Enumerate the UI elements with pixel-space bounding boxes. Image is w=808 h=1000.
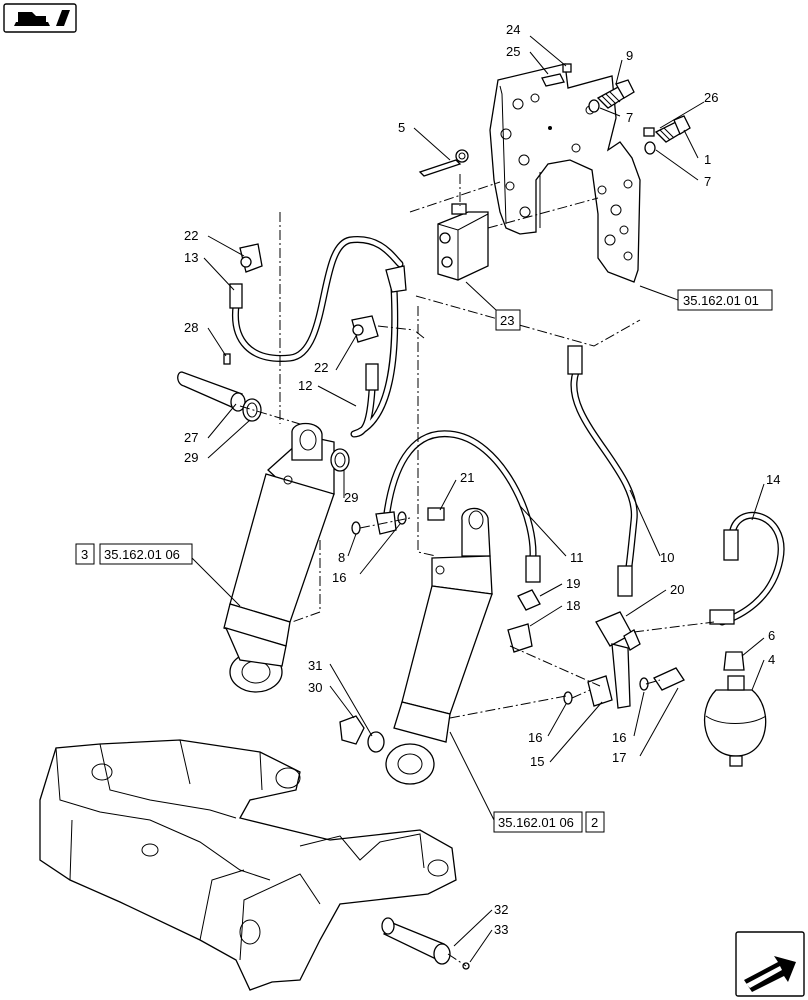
ref-left-text: 35.162.01 06 (104, 547, 180, 562)
hydraulic-cylinder-right (385, 507, 493, 785)
grease-nipple-28 (223, 353, 231, 365)
seal-16b (563, 691, 573, 705)
hose-14 (709, 511, 785, 626)
elbow-fitting-22b (351, 315, 379, 343)
leader-lines (191, 35, 765, 963)
ref-bottom-num-text: 2 (591, 815, 598, 830)
hose-12 (350, 265, 407, 438)
callout-29b: 29 (344, 490, 358, 505)
accumulator-4 (703, 675, 767, 767)
plug-24 (562, 63, 572, 73)
ref-bottom-text: 35.162.01 06 (498, 815, 574, 830)
callout-13: 13 (184, 250, 198, 265)
callout-9: 9 (626, 48, 633, 63)
callout-18: 18 (566, 598, 580, 613)
callout-15: 15 (530, 754, 544, 769)
hydraulic-cylinder-left (223, 422, 335, 693)
bushing-30 (367, 731, 385, 753)
ref-left-num-text: 3 (81, 547, 88, 562)
callout-28: 28 (184, 320, 198, 335)
quick-coupler-9 (596, 79, 635, 109)
callout-20: 20 (670, 582, 684, 597)
seal-ring-7b (644, 141, 656, 155)
bushing-29b (330, 448, 350, 472)
callout-10: 10 (660, 550, 674, 565)
reference-right-cylinder[interactable]: 35.162.01 06 2 (493, 811, 605, 833)
reference-box-23[interactable]: 23 (495, 309, 521, 331)
plate-25 (541, 73, 565, 87)
elbow-18 (507, 623, 533, 653)
fitting-6 (723, 651, 745, 671)
callout-33: 33 (494, 922, 508, 937)
quick-coupler-1 (654, 115, 691, 143)
seal-ring-7a (588, 99, 600, 113)
hose-13 (229, 236, 404, 362)
callout-4: 4 (768, 652, 775, 667)
elbow-fitting-22a (239, 243, 263, 273)
callout-7a: 7 (626, 110, 633, 125)
valve-block-23 (437, 203, 489, 281)
bushing-29a (242, 398, 262, 422)
pin-32 (381, 917, 451, 965)
ref-box-23-text: 23 (500, 313, 514, 328)
hose-10 (567, 345, 638, 597)
nut-31 (339, 715, 365, 745)
callout-19: 19 (566, 576, 580, 591)
reference-35-162-01-01[interactable]: 35.162.01 01 (677, 289, 773, 311)
callout-6: 6 (768, 628, 775, 643)
callout-17: 17 (612, 750, 626, 765)
callout-21: 21 (460, 470, 474, 485)
callout-27: 27 (184, 430, 198, 445)
seal-8 (351, 521, 361, 535)
assembly-lines (239, 174, 715, 967)
callout-labels: 24 25 9 26 7 1 7 5 22 13 22 12 28 27 29 … (184, 22, 780, 937)
tee-fitting-15 (587, 675, 613, 707)
seal-16a (397, 511, 407, 525)
callout-7b: 7 (704, 174, 711, 189)
lynch-pin-5 (418, 149, 469, 177)
mounting-bracket-plate (489, 63, 641, 283)
reference-left-cylinder[interactable]: 3 35.162.01 06 (75, 543, 193, 565)
callout-16c: 16 (612, 730, 626, 745)
next-page-arrow-icon[interactable] (735, 931, 805, 997)
callout-31: 31 (308, 658, 322, 673)
fitting-26 (643, 127, 655, 137)
callout-30: 30 (308, 680, 322, 695)
ref-top-right-text: 35.162.01 01 (683, 293, 759, 308)
loader-frame (39, 739, 457, 991)
fitting-21 (427, 507, 445, 521)
hose-11 (375, 430, 541, 583)
callout-29a: 29 (184, 450, 198, 465)
callout-32: 32 (494, 902, 508, 917)
ball-valve-20 (595, 611, 641, 709)
callout-1: 1 (704, 152, 711, 167)
callout-8: 8 (338, 550, 345, 565)
seal-16c (639, 677, 649, 691)
callout-14: 14 (766, 472, 780, 487)
callout-24: 24 (506, 22, 520, 37)
callout-16b: 16 (528, 730, 542, 745)
callout-12: 12 (298, 378, 312, 393)
book-navigation-icon[interactable] (3, 3, 77, 33)
callout-26: 26 (704, 90, 718, 105)
callout-22a: 22 (184, 228, 198, 243)
fitting-17 (653, 667, 685, 691)
callout-16a: 16 (332, 570, 346, 585)
callout-11: 11 (570, 550, 584, 565)
callout-25: 25 (506, 44, 520, 59)
callout-22b: 22 (314, 360, 328, 375)
callout-5: 5 (398, 120, 405, 135)
fitting-19 (517, 589, 541, 611)
